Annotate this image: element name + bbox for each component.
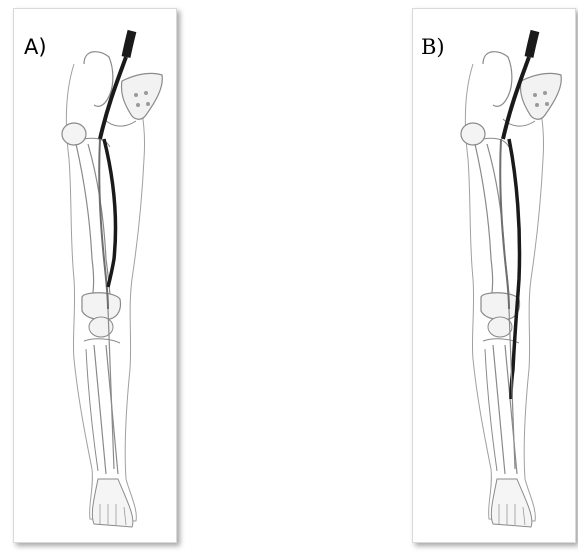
pelvis bbox=[84, 52, 113, 107]
knee-joint bbox=[82, 293, 121, 320]
tibia bbox=[94, 345, 118, 474]
pelvis bbox=[483, 52, 512, 107]
knee-joint bbox=[481, 293, 520, 320]
aorta bbox=[126, 31, 132, 57]
aorta bbox=[529, 31, 535, 57]
sacrum bbox=[121, 73, 162, 119]
femur-head bbox=[461, 123, 485, 145]
leg-illustration-b bbox=[413, 9, 577, 544]
femur bbox=[475, 144, 509, 299]
femoral-artery bbox=[500, 139, 509, 309]
panel-b: B) bbox=[412, 8, 576, 543]
foot bbox=[92, 479, 133, 527]
foot bbox=[491, 479, 532, 527]
patella bbox=[488, 317, 512, 337]
leg-illustration-a bbox=[14, 9, 178, 544]
iliac-artery bbox=[100, 57, 126, 139]
sacrum bbox=[520, 73, 561, 119]
bypass-graft bbox=[104, 139, 116, 287]
femur-head bbox=[62, 123, 86, 145]
panel-a: A) bbox=[13, 8, 177, 543]
